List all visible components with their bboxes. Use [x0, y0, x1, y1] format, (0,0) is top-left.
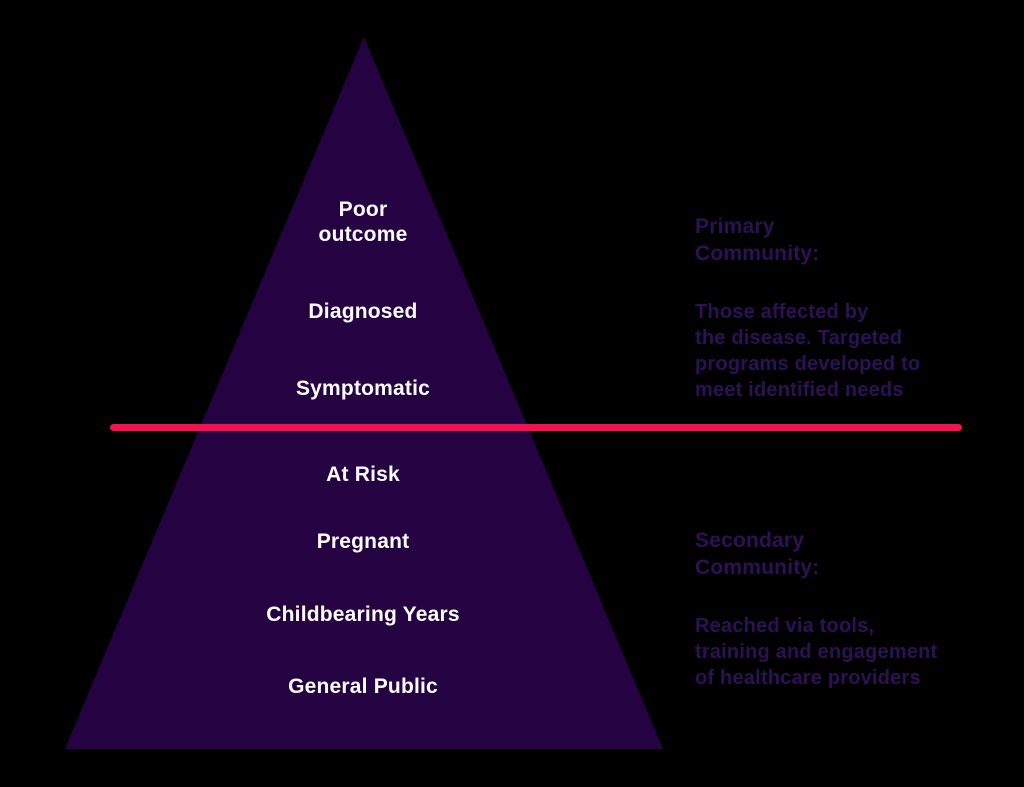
primary-community-description: Those affected by the disease. Targeted … [695, 301, 921, 401]
primary-community-annotation: Primary Community: Those affected by the… [695, 195, 995, 421]
pyramid-level-pregnant: Pregnant [316, 530, 410, 553]
secondary-community-heading: Secondary Community: [695, 529, 820, 579]
secondary-community-description: Reached via tools, training and engageme… [695, 615, 938, 689]
secondary-community-annotation: Secondary Community: Reached via tools, … [695, 509, 995, 709]
pyramid-level-poor-outcome: Poor outcome [318, 198, 408, 246]
pyramid-level-diagnosed: Diagnosed [308, 300, 418, 323]
divider-line [110, 424, 962, 431]
pyramid-level-at-risk: At Risk [326, 463, 400, 486]
pyramid-level-general-public: General Public [288, 675, 438, 698]
primary-community-heading: Primary Community: [695, 215, 820, 265]
pyramid-level-symptomatic: Symptomatic [295, 377, 431, 400]
pyramid-level-childbearing-years: Childbearing Years [266, 603, 460, 626]
